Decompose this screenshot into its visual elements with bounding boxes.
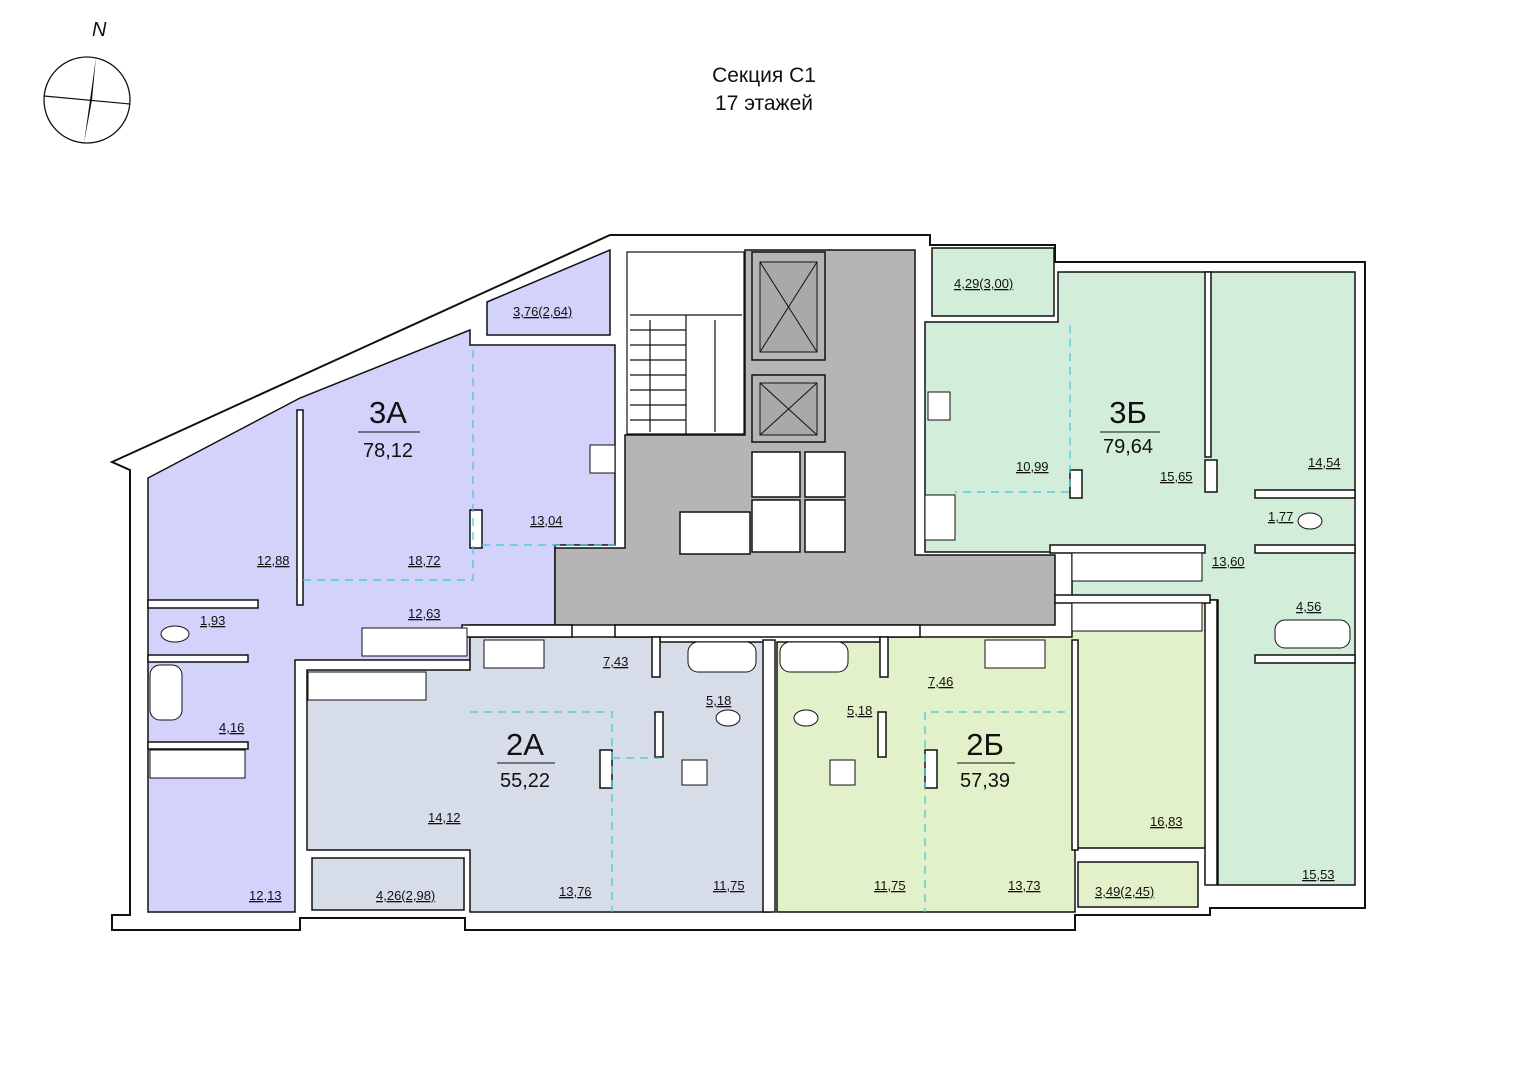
apartment-total-area: 78,12 <box>363 440 413 462</box>
room-area: 3,76(2,64) <box>513 304 572 319</box>
room-area: 13,76 <box>559 884 592 899</box>
apartment-2b-labels: 2Б 57,39 5,18 7,46 11,75 13,73 16,83 3,4… <box>847 674 1183 899</box>
stairs-icon <box>630 314 742 434</box>
wardrobes <box>149 494 1203 779</box>
room-area: 11,75 <box>874 878 906 893</box>
toilet-icon <box>160 512 1323 727</box>
stove-icon <box>589 391 951 786</box>
room-area: 4,26(2,98) <box>376 888 435 903</box>
apartment-code: 2Б <box>966 727 1004 762</box>
apartment-3b-labels: 3Б 79,64 4,29(3,00) 10,99 15,65 14,54 1,… <box>954 276 1341 882</box>
room-area: 12,88 <box>257 553 290 568</box>
room-area: 14,54 <box>1308 455 1341 470</box>
room-area: 5,18 <box>847 703 872 718</box>
apartment-code: 2А <box>506 727 544 762</box>
apartment-3a-labels: 3А 78,12 3,76(2,64) 13,04 18,72 12,88 1,… <box>200 304 572 903</box>
room-area: 11,75 <box>713 878 745 893</box>
balcony-3a[interactable] <box>486 248 611 336</box>
room-area: 3,49(2,45) <box>1095 884 1154 899</box>
room-area: 7,43 <box>603 654 628 669</box>
elevator-small-icon <box>751 374 826 443</box>
room-area: 13,73 <box>1008 878 1041 893</box>
floors-label: 17 этажей <box>715 92 813 115</box>
balcony-3b[interactable] <box>931 247 1055 317</box>
section-title: Секция С1 <box>712 64 816 87</box>
room-area: 18,72 <box>408 553 441 568</box>
room-area: 4,56 <box>1296 599 1321 614</box>
interior-walls <box>147 271 1356 913</box>
room-area: 16,83 <box>1150 814 1183 829</box>
building-core <box>554 249 1056 626</box>
room-area: 5,18 <box>706 693 731 708</box>
apartment-total-area: 57,39 <box>960 770 1010 792</box>
bathtub-icon <box>149 619 1351 721</box>
elevator-large-icon <box>751 251 826 361</box>
apartment-total-area: 79,64 <box>1103 436 1153 458</box>
room-area: 12,63 <box>408 606 441 621</box>
room-area: 1,77 <box>1268 509 1293 524</box>
room-area: 4,29(3,00) <box>954 276 1013 291</box>
room-area: 10,99 <box>1016 459 1049 474</box>
room-area: 14,12 <box>428 810 461 825</box>
room-area: 13,04 <box>530 513 563 528</box>
north-label: N <box>92 19 107 41</box>
balcony-2b[interactable] <box>1077 861 1199 908</box>
room-area: 15,53 <box>1302 867 1335 882</box>
apartment-2a-labels: 2А 55,22 7,43 5,18 14,12 4,26(2,98) 13,7… <box>376 654 745 903</box>
apartment-total-area: 55,22 <box>500 770 550 792</box>
apartment-code: 3Б <box>1109 395 1147 430</box>
room-area: 13,60 <box>1212 554 1245 569</box>
room-area: 7,46 <box>928 674 953 689</box>
utility-shafts <box>679 451 846 555</box>
balcony-2a[interactable] <box>311 857 465 911</box>
apartment-code: 3А <box>369 395 407 430</box>
room-area: 12,13 <box>249 888 282 903</box>
compass-icon: N <box>43 19 131 144</box>
room-area: 15,65 <box>1160 469 1193 484</box>
zone-dividers <box>300 325 1071 912</box>
room-area: 4,16 <box>219 720 244 735</box>
room-area: 1,93 <box>200 613 225 628</box>
